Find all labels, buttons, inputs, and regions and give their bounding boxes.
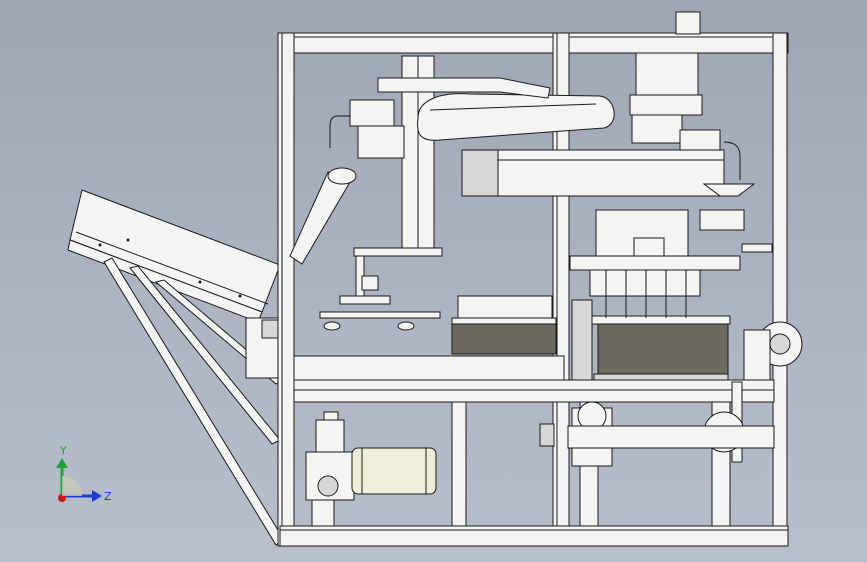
conveyor-belts: [451, 295, 731, 381]
drive-motor: [305, 411, 437, 527]
coordinate-triad: Y Z: [56, 444, 112, 503]
upper-gantry: [329, 11, 756, 257]
y-axis-arrow-icon: [56, 458, 68, 468]
feed-chute: [289, 167, 357, 265]
y-axis-label: Y: [59, 444, 67, 457]
z-axis-label: Z: [104, 490, 112, 503]
right-drive: [539, 321, 803, 467]
z-axis-arrow-icon: [92, 490, 102, 502]
inclined-hopper: [67, 189, 285, 546]
gripper-assembly: [319, 247, 443, 331]
filling-head: [569, 209, 773, 381]
